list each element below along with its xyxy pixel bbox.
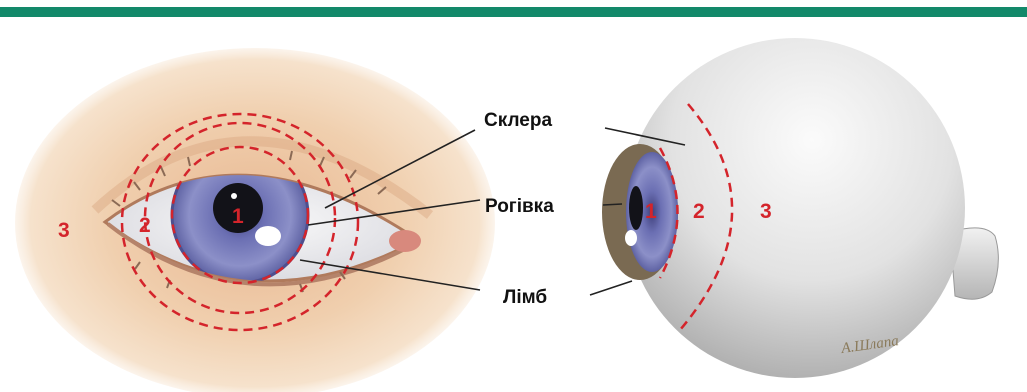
label-limbus: Лімб	[503, 287, 547, 308]
pupil-glint	[231, 193, 237, 199]
caruncle	[389, 230, 421, 252]
front-zone-2: 2	[139, 214, 151, 237]
label-sclera: Склера	[484, 110, 552, 131]
front-zone-1: 1	[232, 205, 244, 228]
leader-cornea-side	[603, 204, 622, 205]
front-zone-3: 3	[58, 219, 70, 242]
pupil-highlight	[255, 226, 281, 246]
pupil-side	[629, 186, 643, 230]
side-zone-2: 2	[693, 200, 705, 223]
leader-limbus-side	[590, 281, 632, 295]
front-eye-view: 1 2 3	[15, 48, 495, 392]
side-zone-1: 1	[645, 200, 657, 223]
label-cornea: Рогівка	[485, 196, 554, 217]
side-eye-view: 1 2 3 A.Шлапа	[602, 38, 998, 378]
side-zone-3: 3	[760, 200, 772, 223]
pupil-side-highlight	[625, 230, 637, 246]
top-bar	[0, 7, 1027, 17]
